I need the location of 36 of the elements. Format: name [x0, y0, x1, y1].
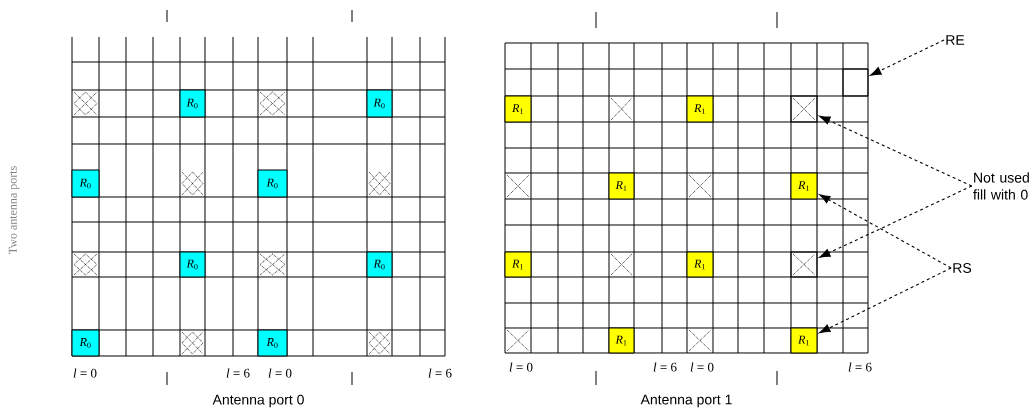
arrow: [819, 194, 952, 269]
reference-signal-cell: R$_{1}$: [686, 95, 714, 123]
arrow: [819, 115, 973, 187]
reference-signal-cell: R$_{0}$: [179, 89, 206, 118]
symbol-index-label: l = 0: [690, 362, 714, 372]
reference-signal-cell: R$_{1}$: [790, 327, 818, 354]
unused-mark: [790, 95, 818, 123]
reference-signal-cell: R$_{1}$: [790, 172, 818, 200]
symbol-index-label: l = 0: [73, 368, 97, 378]
callout-text: Not used fill with 0: [973, 172, 1029, 200]
symbol-index-label: l = 0: [268, 368, 292, 378]
reference-signal-cell: R$_{0}$: [71, 329, 100, 357]
reference-signal-cell: R$_{1}$: [608, 327, 635, 354]
reference-signal-cell: R$_{0}$: [257, 169, 288, 198]
reference-signal-cell: R$_{1}$: [608, 172, 635, 200]
reference-signal-cell: R$_{1}$: [686, 251, 714, 278]
unused-mark: [790, 251, 818, 278]
reference-signal-cell: R$_{1}$: [504, 251, 532, 278]
reference-signal-cell: R$_{0}$: [366, 251, 393, 278]
resource-element: [842, 68, 869, 97]
callout-text: RE: [946, 35, 965, 45]
symbol-index-label: l = 6: [428, 368, 452, 378]
symbol-index-label: l = 6: [848, 362, 872, 372]
arrow: [819, 267, 952, 334]
reference-signal-cell: R$_{0}$: [257, 329, 288, 357]
arrow: [819, 185, 973, 258]
symbol-index-label: l = 6: [653, 362, 677, 372]
reference-signal-cell: R$_{0}$: [366, 89, 393, 118]
arrow: [870, 39, 945, 76]
symbol-index-label: l = 6: [226, 368, 250, 378]
reference-signal-cell: R$_{0}$: [71, 169, 100, 198]
reference-signal-cell: R$_{0}$: [179, 251, 206, 278]
symbol-index-label: l = 0: [509, 362, 533, 372]
axis-label: Two antenna ports: [8, 166, 20, 254]
callout-text: RS: [953, 263, 972, 273]
reference-signal-cell: R$_{1}$: [504, 95, 532, 123]
